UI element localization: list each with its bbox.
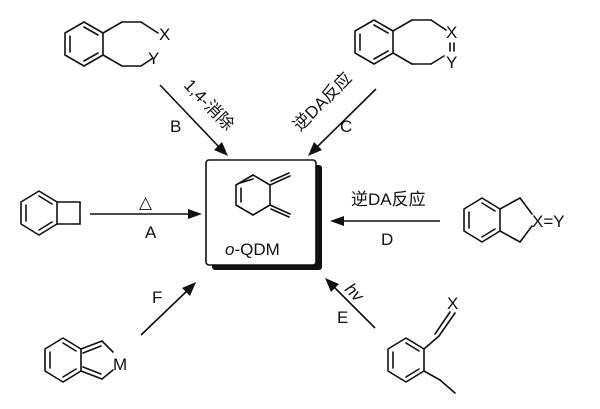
center-box xyxy=(205,159,317,266)
arrow-e xyxy=(325,278,376,329)
route-e-condition: hv xyxy=(341,279,368,306)
arrow-f xyxy=(140,282,196,336)
precursor-a-structure xyxy=(20,190,81,236)
precursor-f-structure xyxy=(44,337,114,383)
route-f-letter: F xyxy=(152,288,162,307)
route-a-letter: A xyxy=(145,223,157,242)
precursor-e-x-label: X xyxy=(447,294,458,313)
precursor-b-x-label: X xyxy=(159,25,170,44)
center-label: o-QDM xyxy=(225,240,280,259)
precursor-c-x-label: X xyxy=(446,23,457,42)
precursor-b-structure xyxy=(64,21,159,67)
precursor-f-m-label: M xyxy=(113,355,127,374)
arrow-b xyxy=(159,84,228,156)
arrow-d xyxy=(330,216,440,226)
center-compound: o-QDM xyxy=(205,159,322,270)
arrow-c xyxy=(308,88,377,156)
precursor-b-y-label: Y xyxy=(148,49,159,68)
route-a-condition: △ xyxy=(139,193,153,212)
arrow-a xyxy=(90,209,202,219)
precursor-c-y-label: Y xyxy=(446,53,457,72)
route-e-letter: E xyxy=(337,308,348,327)
o-qdm-structure xyxy=(235,172,291,218)
route-c-letter: C xyxy=(340,117,352,136)
route-d-condition: 逆DA反应 xyxy=(351,190,426,209)
precursor-c-structure xyxy=(354,19,455,65)
precursor-d-xy-label: X=Y xyxy=(532,212,565,231)
route-b-condition: 1,4-消除 xyxy=(180,76,238,135)
precursor-e-structure xyxy=(387,311,456,394)
route-b-letter: B xyxy=(170,117,181,136)
route-d-letter: D xyxy=(381,230,393,249)
precursor-d-structure xyxy=(463,197,533,243)
